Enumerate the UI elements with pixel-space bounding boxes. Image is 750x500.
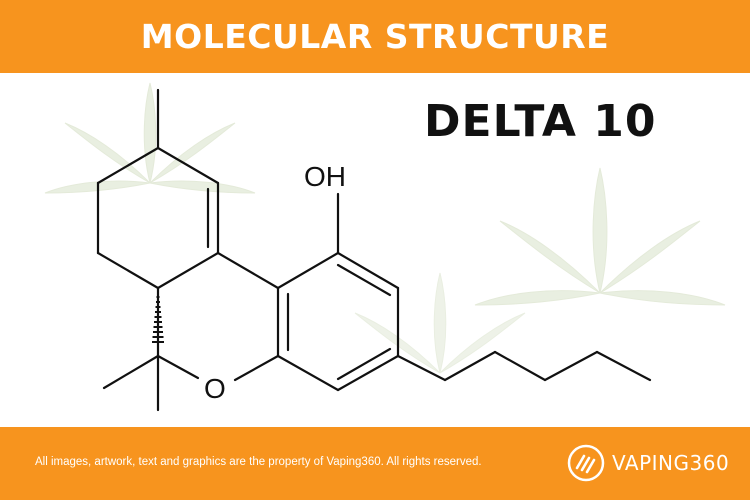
bond-b4 (216, 251, 280, 290)
bond-pentyl-3 (493, 350, 547, 382)
leaf-watermark-right (474, 167, 726, 306)
bond-b2 (156, 354, 200, 380)
bond-methyl-left (102, 354, 160, 390)
atom-label-hydroxyl: OH (304, 161, 346, 192)
bond-a3 (96, 251, 160, 290)
bond-c5-inner (336, 263, 392, 297)
footer-banner: All images, artwork, text and graphics a… (0, 427, 750, 500)
bond-b3 (233, 354, 280, 382)
bond-c5 (336, 251, 400, 290)
bond-pentyl-1 (396, 354, 447, 382)
compound-name: DELTA 10 (424, 96, 657, 147)
hashed-wedge-bond (152, 291, 164, 343)
bond-a4 (156, 146, 220, 185)
bond-c6 (276, 251, 340, 290)
header-title: MOLECULAR STRUCTURE (140, 17, 610, 56)
bond-pentyl-4 (543, 350, 599, 382)
vaping360-logo-icon (567, 444, 605, 482)
copyright-notice: All images, artwork, text and graphics a… (35, 456, 482, 468)
bond-pentyl-5 (595, 350, 652, 382)
vaping360-logo: VAPING360 (566, 440, 734, 486)
vaping360-logo-text: VAPING360 (612, 451, 730, 475)
bond-c3 (336, 354, 400, 392)
bond-c2 (276, 354, 340, 392)
bond-a1 (96, 146, 160, 185)
bond-pentyl-2 (443, 350, 497, 382)
bond-c3-inner (336, 347, 392, 381)
atom-label-oxygen: O (204, 373, 226, 404)
header-banner: MOLECULAR STRUCTURE (0, 0, 750, 73)
bond-a6 (156, 251, 220, 290)
